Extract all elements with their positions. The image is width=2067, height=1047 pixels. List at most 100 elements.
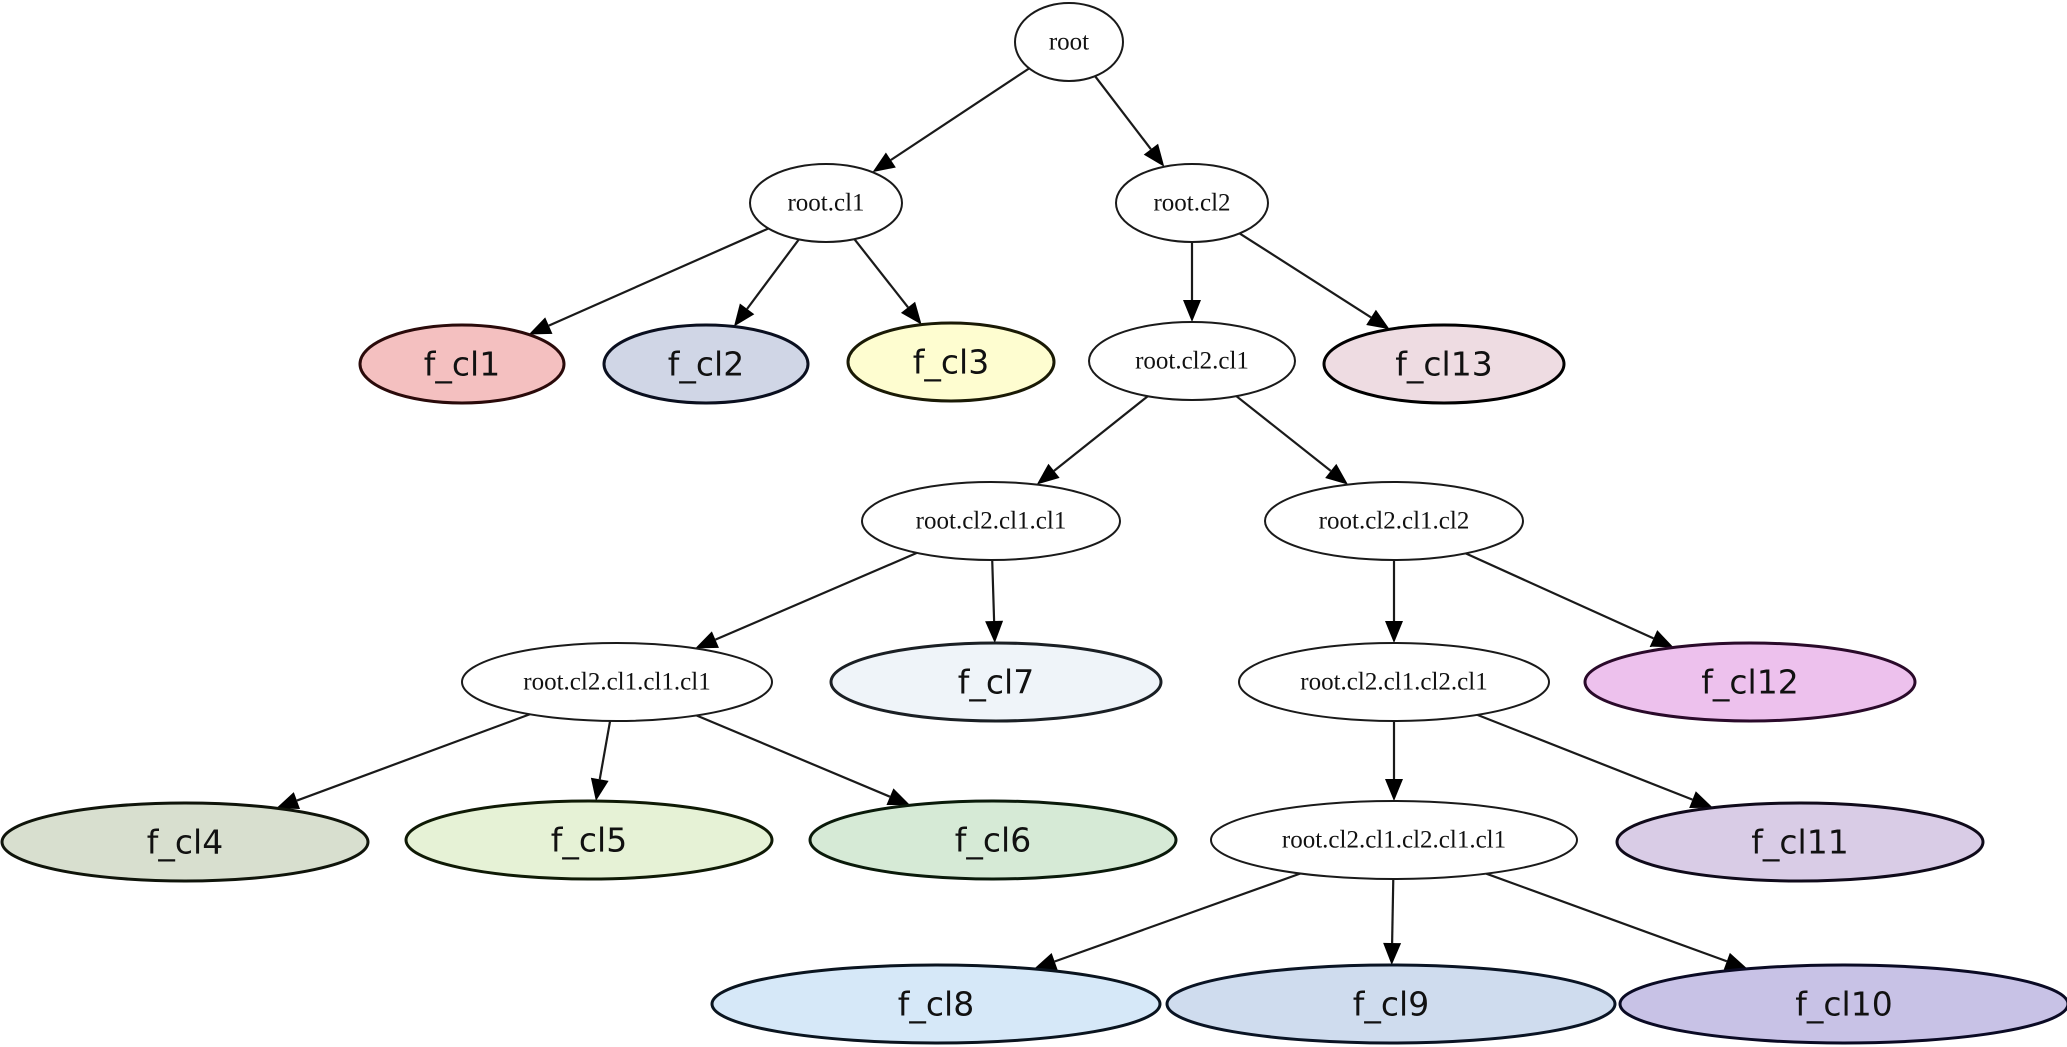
- node-root-cl2-cl1-cl2-cl1-cl1[interactable]: root.cl2.cl1.cl2.cl1.cl1: [1210, 800, 1578, 880]
- node-root-cl1[interactable]: root.cl1: [749, 163, 903, 243]
- node-label: f_cl13: [1395, 345, 1492, 384]
- node-shape: [1210, 800, 1578, 880]
- edge-root-to-root-cl2: [1094, 75, 1165, 167]
- arrowhead-icon: [1366, 309, 1390, 330]
- node-shape: [1322, 323, 1566, 405]
- arrowhead-icon: [1143, 143, 1165, 167]
- edge-root-cl2-cl1-cl1-cl1-to-f-cl6: [696, 714, 911, 806]
- arrowhead-icon: [528, 317, 553, 335]
- node-shape: [602, 323, 810, 405]
- arrowhead-icon: [985, 620, 1004, 644]
- edge-line: [1054, 872, 1301, 963]
- edge-root-cl1-to-f-cl3: [853, 238, 922, 325]
- arrowhead-icon: [590, 777, 609, 802]
- edge-line: [1239, 232, 1372, 319]
- node-f-cl9[interactable]: f_cl9: [1165, 963, 1617, 1045]
- node-root-cl2-cl1-cl1[interactable]: root.cl2.cl1.cl1: [861, 481, 1121, 561]
- node-root-cl2-cl1[interactable]: root.cl2.cl1: [1088, 321, 1296, 401]
- edge-root-cl2-cl1-cl2-to-root-cl2-cl1-cl2-cl1: [1385, 560, 1403, 643]
- edge-root-cl2-to-f-cl13: [1239, 232, 1390, 330]
- node-shape: [461, 642, 773, 722]
- arrowhead-icon: [1649, 630, 1674, 648]
- node-f-cl13[interactable]: f_cl13: [1322, 323, 1566, 405]
- edge-root-cl2-cl1-cl2-to-f-cl12: [1465, 552, 1674, 648]
- edge-root-cl2-cl1-cl1-cl1-to-f-cl4: [276, 713, 531, 809]
- node-label: root.cl2.cl1.cl2.cl1.cl1: [1282, 827, 1506, 854]
- node-shape: [1088, 321, 1296, 401]
- node-label: root: [1049, 29, 1089, 56]
- edge-line: [296, 713, 531, 802]
- node-shape: [358, 323, 566, 405]
- node-shape: [1115, 163, 1269, 243]
- edge-root-cl2-cl1-cl1-to-root-cl2-cl1-cl1-cl1: [695, 551, 918, 649]
- edge-root-cl2-cl1-cl2-cl1-cl1-to-f-cl9: [1383, 878, 1402, 966]
- node-label: f_cl9: [1353, 985, 1429, 1024]
- node-shape: [1165, 963, 1617, 1045]
- edge-root-cl2-cl1-to-root-cl2-cl1-cl1: [1036, 395, 1149, 485]
- node-label: f_cl11: [1751, 823, 1848, 862]
- node-f-cl10[interactable]: f_cl10: [1618, 963, 2067, 1045]
- node-label: f_cl7: [958, 663, 1034, 702]
- node-label: root.cl1: [787, 190, 864, 217]
- node-label: f_cl6: [955, 821, 1031, 860]
- node-label: f_cl5: [551, 821, 627, 860]
- edge-root-cl2-to-root-cl2-cl1: [1183, 242, 1201, 322]
- edge-line: [548, 227, 769, 327]
- node-shape: [0, 801, 370, 883]
- edge-line: [1486, 872, 1728, 963]
- node-root-cl2-cl1-cl2-cl1[interactable]: root.cl2.cl1.cl2.cl1: [1238, 642, 1550, 722]
- node-f-cl8[interactable]: f_cl8: [710, 963, 1162, 1045]
- node-shape: [710, 963, 1162, 1045]
- arrowhead-icon: [1383, 942, 1402, 966]
- node-f-cl7[interactable]: f_cl7: [829, 641, 1163, 723]
- edge-root-cl2-cl1-to-root-cl2-cl1-cl2: [1235, 395, 1348, 485]
- node-shape: [749, 163, 903, 243]
- node-shape: [1618, 963, 2067, 1045]
- node-shape: [846, 321, 1056, 403]
- node-label: f_cl3: [913, 343, 989, 382]
- node-f-cl11[interactable]: f_cl11: [1615, 801, 1985, 883]
- node-label: f_cl12: [1701, 663, 1798, 702]
- node-label: f_cl1: [424, 345, 500, 384]
- edge-root-cl2-cl1-cl2-cl1-to-f-cl11: [1477, 713, 1713, 809]
- node-root-cl2-cl1-cl1-cl1[interactable]: root.cl2.cl1.cl1.cl1: [461, 642, 773, 722]
- node-shape: [808, 799, 1178, 881]
- node-f-cl6[interactable]: f_cl6: [808, 799, 1178, 881]
- node-shape: [1238, 642, 1550, 722]
- edge-root-cl2-cl1-cl2-cl1-cl1-to-f-cl8: [1033, 872, 1301, 970]
- arrowhead-icon: [695, 631, 719, 649]
- arrowhead-icon: [1385, 779, 1403, 801]
- node-label: root.cl2.cl1.cl2.cl1: [1300, 669, 1487, 696]
- arrowhead-icon: [1385, 621, 1403, 643]
- edge-line: [746, 238, 800, 310]
- edge-root-cl2-cl1-cl1-to-f-cl7: [985, 559, 1004, 644]
- edge-line: [696, 714, 891, 798]
- edge-line: [1053, 395, 1149, 472]
- node-root[interactable]: root: [1014, 2, 1124, 82]
- edge-line: [853, 238, 909, 309]
- edge-root-to-root-cl1: [872, 67, 1030, 173]
- node-f-cl5[interactable]: f_cl5: [404, 799, 774, 881]
- edge-line: [1391, 878, 1395, 944]
- arrowhead-icon: [1033, 953, 1058, 970]
- node-f-cl3[interactable]: f_cl3: [846, 321, 1056, 403]
- node-label: root.cl2.cl1.cl1: [916, 508, 1067, 535]
- node-f-cl4[interactable]: f_cl4: [0, 801, 370, 883]
- node-f-cl2[interactable]: f_cl2: [602, 323, 810, 405]
- node-shape: [1583, 641, 1917, 723]
- edge-root-cl2-cl1-cl1-cl1-to-f-cl5: [590, 720, 612, 802]
- node-label: root.cl2.cl1.cl1.cl1: [523, 669, 710, 696]
- edge-line: [1094, 75, 1152, 150]
- arrowhead-icon: [886, 788, 911, 806]
- node-root-cl2[interactable]: root.cl2: [1115, 163, 1269, 243]
- node-label: f_cl8: [898, 985, 974, 1024]
- node-shape: [861, 481, 1121, 561]
- node-label: f_cl10: [1795, 985, 1892, 1024]
- node-f-cl12[interactable]: f_cl12: [1583, 641, 1917, 723]
- arrowhead-icon: [872, 152, 896, 173]
- node-f-cl1[interactable]: f_cl1: [358, 323, 566, 405]
- node-shape: [1615, 801, 1985, 883]
- node-root-cl2-cl1-cl2[interactable]: root.cl2.cl1.cl2: [1264, 481, 1524, 561]
